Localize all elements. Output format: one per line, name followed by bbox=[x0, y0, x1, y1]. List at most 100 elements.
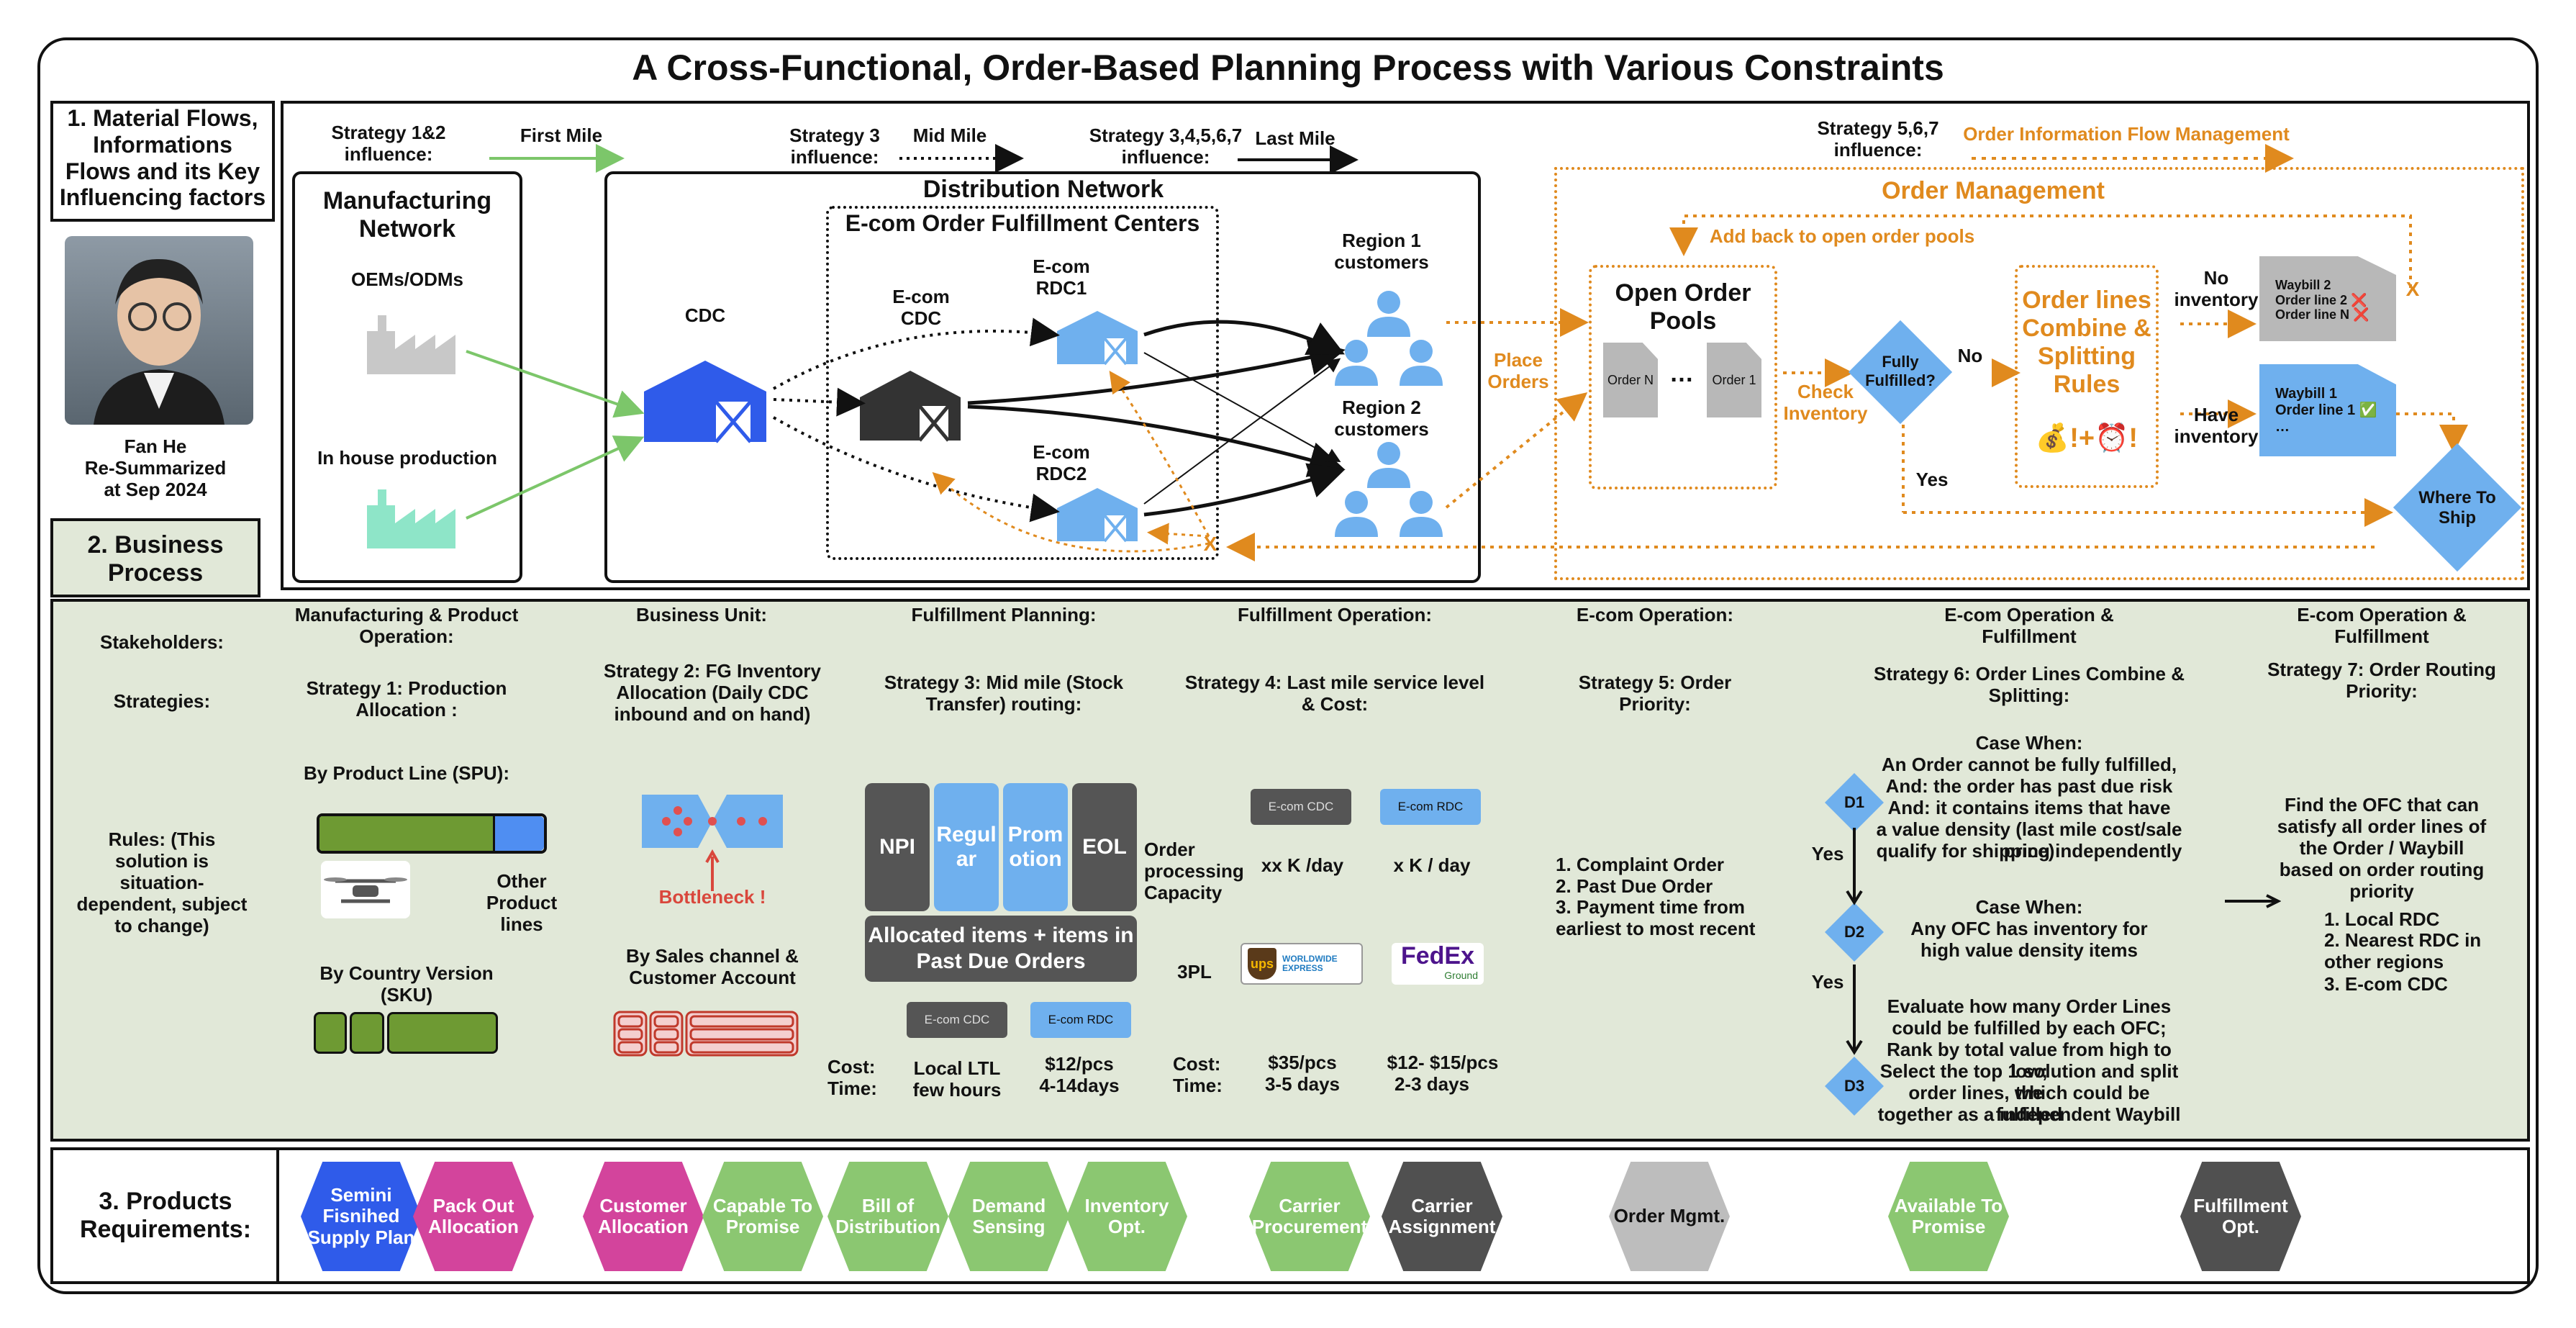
product-requirement-hex: Customer Allocation bbox=[583, 1162, 704, 1271]
waybill2-document: Waybill 2 Order line 2 ❌ Order line N ❌ bbox=[2259, 256, 2396, 341]
drone-image bbox=[321, 861, 410, 918]
regular-block: Regul ar bbox=[934, 783, 999, 911]
decision-arrows bbox=[1846, 828, 1863, 1055]
col3-tag-ecom-cdc: E-com CDC bbox=[907, 1002, 1007, 1038]
ups-text: WORLDWIDE EXPRESS bbox=[1282, 953, 1338, 973]
distribution-network-title: Distribution Network bbox=[922, 176, 1164, 203]
product-requirement-hex: Pack Out Allocation bbox=[413, 1162, 534, 1271]
col3-cdc-time: few hours bbox=[912, 1079, 1002, 1101]
no-label: No bbox=[1957, 345, 1983, 366]
drone-icon bbox=[324, 877, 407, 903]
col4-cap-rdc: x K / day bbox=[1393, 854, 1471, 876]
row-rules: Rules: (This solution is situation-depen… bbox=[76, 828, 248, 936]
author-name: Fan He bbox=[124, 435, 187, 457]
products-divider bbox=[276, 1147, 279, 1284]
product-requirement-hex: Fulfillment Opt. bbox=[2180, 1162, 2301, 1271]
ups-shield-icon: ups bbox=[1248, 948, 1276, 980]
case3-line: Evaluate how many Order Lines bbox=[1887, 995, 2172, 1017]
col3-cdc-cost: Local LTL bbox=[913, 1057, 1001, 1079]
bottleneck-icon bbox=[642, 795, 783, 848]
col7-priority: 3. E-com CDC bbox=[2324, 973, 2448, 995]
bottleneck-arrow bbox=[705, 849, 720, 891]
case2-line: Any OFC has inventory for bbox=[1910, 918, 2148, 939]
ecom-rdc1-label: E-com RDC1 bbox=[1033, 256, 1090, 299]
place-orders-label: Place Orders bbox=[1487, 349, 1549, 392]
col5-stakeholder: E-com Operation: bbox=[1576, 604, 1734, 625]
col1-other-lines: Other Product lines bbox=[486, 870, 558, 935]
ecom-rdc2-label: E-com RDC2 bbox=[1033, 441, 1090, 484]
col4-strategy: Strategy 4: Last mile service level & Co… bbox=[1184, 672, 1485, 715]
first-mile-label: First Mile bbox=[520, 125, 603, 146]
d1-yes-label: Yes bbox=[1811, 843, 1844, 864]
mid-mile-label: Mid Mile bbox=[912, 125, 987, 146]
col2-stakeholder: Business Unit: bbox=[635, 604, 768, 625]
col4-cost-label: Cost: bbox=[1173, 1053, 1221, 1075]
section1-title: 1. Material Flows, Informations Flows an… bbox=[59, 105, 266, 211]
region1-customers-icon bbox=[1335, 291, 1443, 386]
npi-block: NPI bbox=[865, 783, 930, 911]
waybill2-x-mark: X bbox=[2405, 278, 2420, 300]
country-version-bar bbox=[314, 1012, 498, 1054]
sales-channel-bars bbox=[613, 1011, 799, 1057]
cdc-label: CDC bbox=[684, 304, 726, 326]
x-mark: X bbox=[1203, 533, 1217, 555]
add-back-label: Add back to open order pools bbox=[1709, 225, 1975, 247]
col7-find: Find the OFC that can satisfy all order … bbox=[2277, 794, 2487, 902]
order-management-box bbox=[1554, 167, 2524, 580]
order-capacity-label: Order processing Capacity bbox=[1144, 839, 1244, 903]
col6-to-col7-arrow bbox=[2225, 894, 2281, 908]
fedex-ground: Ground bbox=[1444, 970, 1478, 982]
have-inventory-label: Have inventory bbox=[2174, 404, 2259, 447]
col4-cap-cdc: xx K /day bbox=[1261, 854, 1344, 876]
col4-3pl-label: 3PL bbox=[1177, 961, 1212, 983]
oem-factory-icon bbox=[367, 315, 455, 374]
col7-strategy: Strategy 7: Order Routing Priority: bbox=[2267, 659, 2496, 702]
ecom-rdc1-warehouse-icon bbox=[1057, 311, 1138, 366]
product-requirement-hex: Carrier Assignment bbox=[1382, 1162, 1502, 1271]
col4-tag-ecom-rdc: E-com RDC bbox=[1380, 789, 1481, 825]
case1-line: An Order cannot be fully fulfilled, bbox=[1881, 754, 2177, 775]
case3-line: Select the top 1 solution and split the bbox=[1879, 1060, 2179, 1103]
col6-strategy: Strategy 6: Order Lines Combine & Splitt… bbox=[1874, 663, 2185, 706]
yes-label: Yes bbox=[1915, 469, 1949, 490]
orders-ellipsis: … bbox=[1669, 360, 1694, 387]
product-requirement-hex: Order Mgmt. bbox=[1609, 1162, 1730, 1271]
region1-label: Region 1 customers bbox=[1334, 230, 1429, 273]
d3-label: D3 bbox=[1843, 1077, 1865, 1095]
strategy34567-influence: Strategy 3,4,5,6,7 influence: bbox=[1089, 125, 1243, 168]
product-requirement-hex: Bill of Distribution bbox=[827, 1162, 948, 1271]
section2-title: 2. Business Process bbox=[87, 531, 224, 587]
col4-time-label: Time: bbox=[1173, 1075, 1223, 1096]
case1-line: And: the order has past due risk bbox=[1885, 775, 2173, 797]
author-photo bbox=[65, 236, 253, 425]
outer-frame bbox=[37, 37, 2539, 1294]
strategy12-influence: Strategy 1&2 influence: bbox=[331, 122, 446, 165]
col4-fedex-time: 2-3 days bbox=[1394, 1073, 1470, 1095]
col3-stakeholder: Fulfillment Planning: bbox=[911, 604, 1097, 625]
open-order-pools-title: Open Order Pools bbox=[1615, 279, 1751, 335]
section3-title: 3. Products Requirements: bbox=[79, 1188, 252, 1244]
order-1-document: Order 1 bbox=[1707, 343, 1761, 417]
col4-fedex-cost: $12- $15/pcs bbox=[1387, 1052, 1499, 1073]
col3-strategy: Strategy 3: Mid mile (Stock Transfer) ro… bbox=[884, 672, 1124, 715]
waybill1-line: Order line 1 ✅ bbox=[2275, 402, 2377, 418]
ecom-ofc-title: E-com Order Fulfillment Centers bbox=[845, 210, 1200, 236]
col1-stakeholder: Manufacturing & Product Operation: bbox=[294, 604, 519, 647]
ups-logo: ups WORLDWIDE EXPRESS bbox=[1241, 943, 1363, 985]
row-strategies: Strategies: bbox=[113, 690, 211, 712]
row-stakeholders: Stakeholders: bbox=[100, 631, 224, 653]
col5-strategy: Strategy 5: Order Priority: bbox=[1578, 672, 1732, 715]
col4-ups-cost: $35/pcs bbox=[1268, 1052, 1337, 1073]
col1-by-product-line: By Product Line (SPU): bbox=[303, 762, 509, 784]
section2-label-box bbox=[50, 518, 260, 597]
case2-line: high value density items bbox=[1920, 939, 2138, 961]
col4-tag-ecom-cdc: E-com CDC bbox=[1251, 789, 1351, 825]
combine-rules-icons: 💰!+⏰! bbox=[2035, 423, 2139, 453]
waybill1-line: Waybill 1 bbox=[2275, 386, 2337, 402]
no-inventory-label: No inventory bbox=[2174, 267, 2259, 310]
ecom-ofc-box bbox=[826, 206, 1219, 560]
page-title: A Cross-Functional, Order-Based Planning… bbox=[632, 48, 1944, 88]
manufacturing-network-title: Manufacturing Network bbox=[322, 187, 492, 243]
promotion-block: Prom otion bbox=[1003, 783, 1068, 911]
